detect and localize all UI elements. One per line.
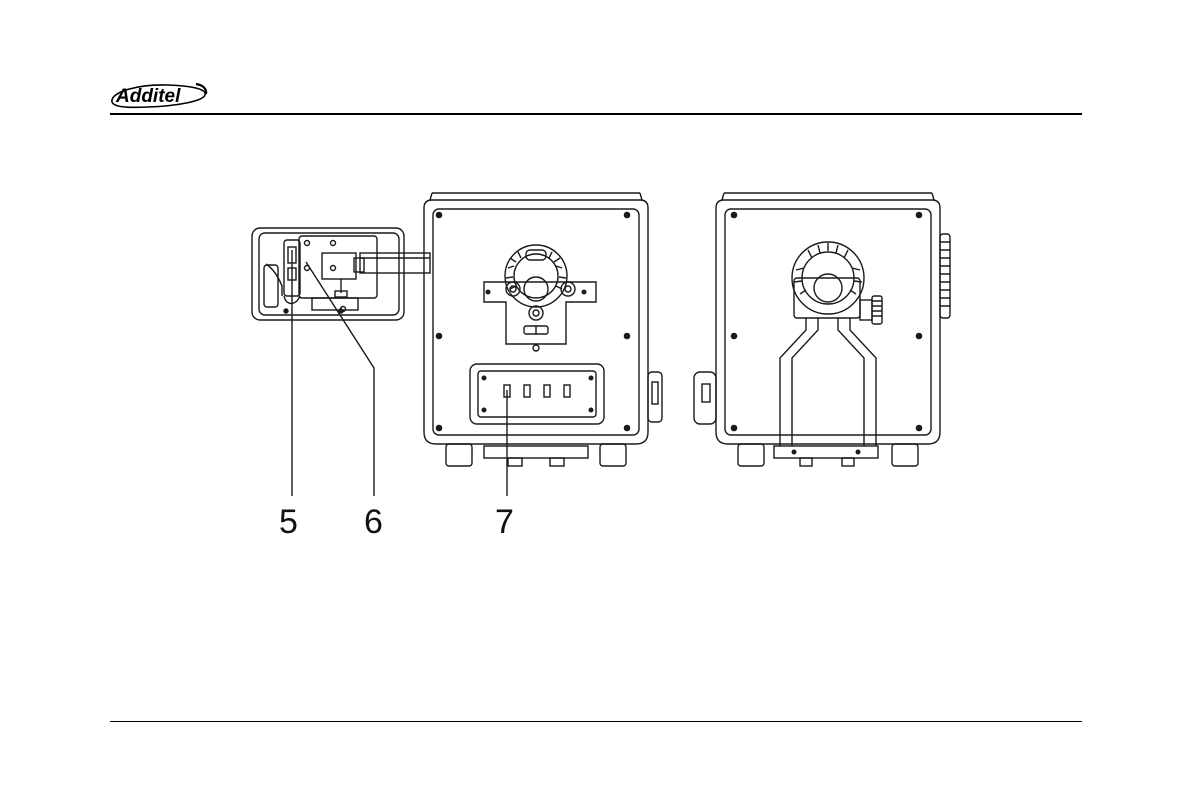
inset-plate bbox=[299, 236, 377, 298]
center-foot-left bbox=[446, 444, 472, 466]
center-body-inner bbox=[433, 209, 639, 435]
inset-block bbox=[322, 253, 356, 279]
center-foot-right bbox=[600, 444, 626, 466]
rear-foot-left bbox=[738, 444, 764, 466]
stand-right-outer bbox=[850, 318, 876, 446]
center-front-view bbox=[424, 193, 662, 466]
stand-left-inner bbox=[792, 318, 818, 446]
stand-right-inner bbox=[838, 318, 864, 446]
center-body-outer bbox=[424, 200, 648, 444]
stand-left-outer bbox=[780, 318, 806, 446]
right-rear-view bbox=[694, 193, 950, 466]
left-panel-outer bbox=[252, 228, 404, 320]
callout-label-6: 6 bbox=[364, 503, 383, 541]
rear-body-outer bbox=[716, 200, 940, 444]
callout-label-7: 7 bbox=[495, 503, 514, 541]
callout-label-5: 5 bbox=[279, 503, 298, 541]
connector-panel-outer bbox=[470, 364, 604, 424]
rear-foot-right bbox=[892, 444, 918, 466]
left-side-view bbox=[252, 228, 430, 320]
rear-body-inner bbox=[725, 209, 931, 435]
connector-3 bbox=[544, 385, 550, 397]
rear-handle bbox=[694, 372, 716, 424]
rear-hub-block bbox=[794, 278, 860, 318]
connector-4 bbox=[564, 385, 570, 397]
connector-2 bbox=[524, 385, 530, 397]
left-panel-inner bbox=[259, 233, 399, 315]
stand-base bbox=[774, 446, 878, 458]
left-arm bbox=[360, 253, 430, 273]
center-bracket bbox=[484, 282, 596, 344]
connector-panel-inner bbox=[478, 371, 596, 417]
